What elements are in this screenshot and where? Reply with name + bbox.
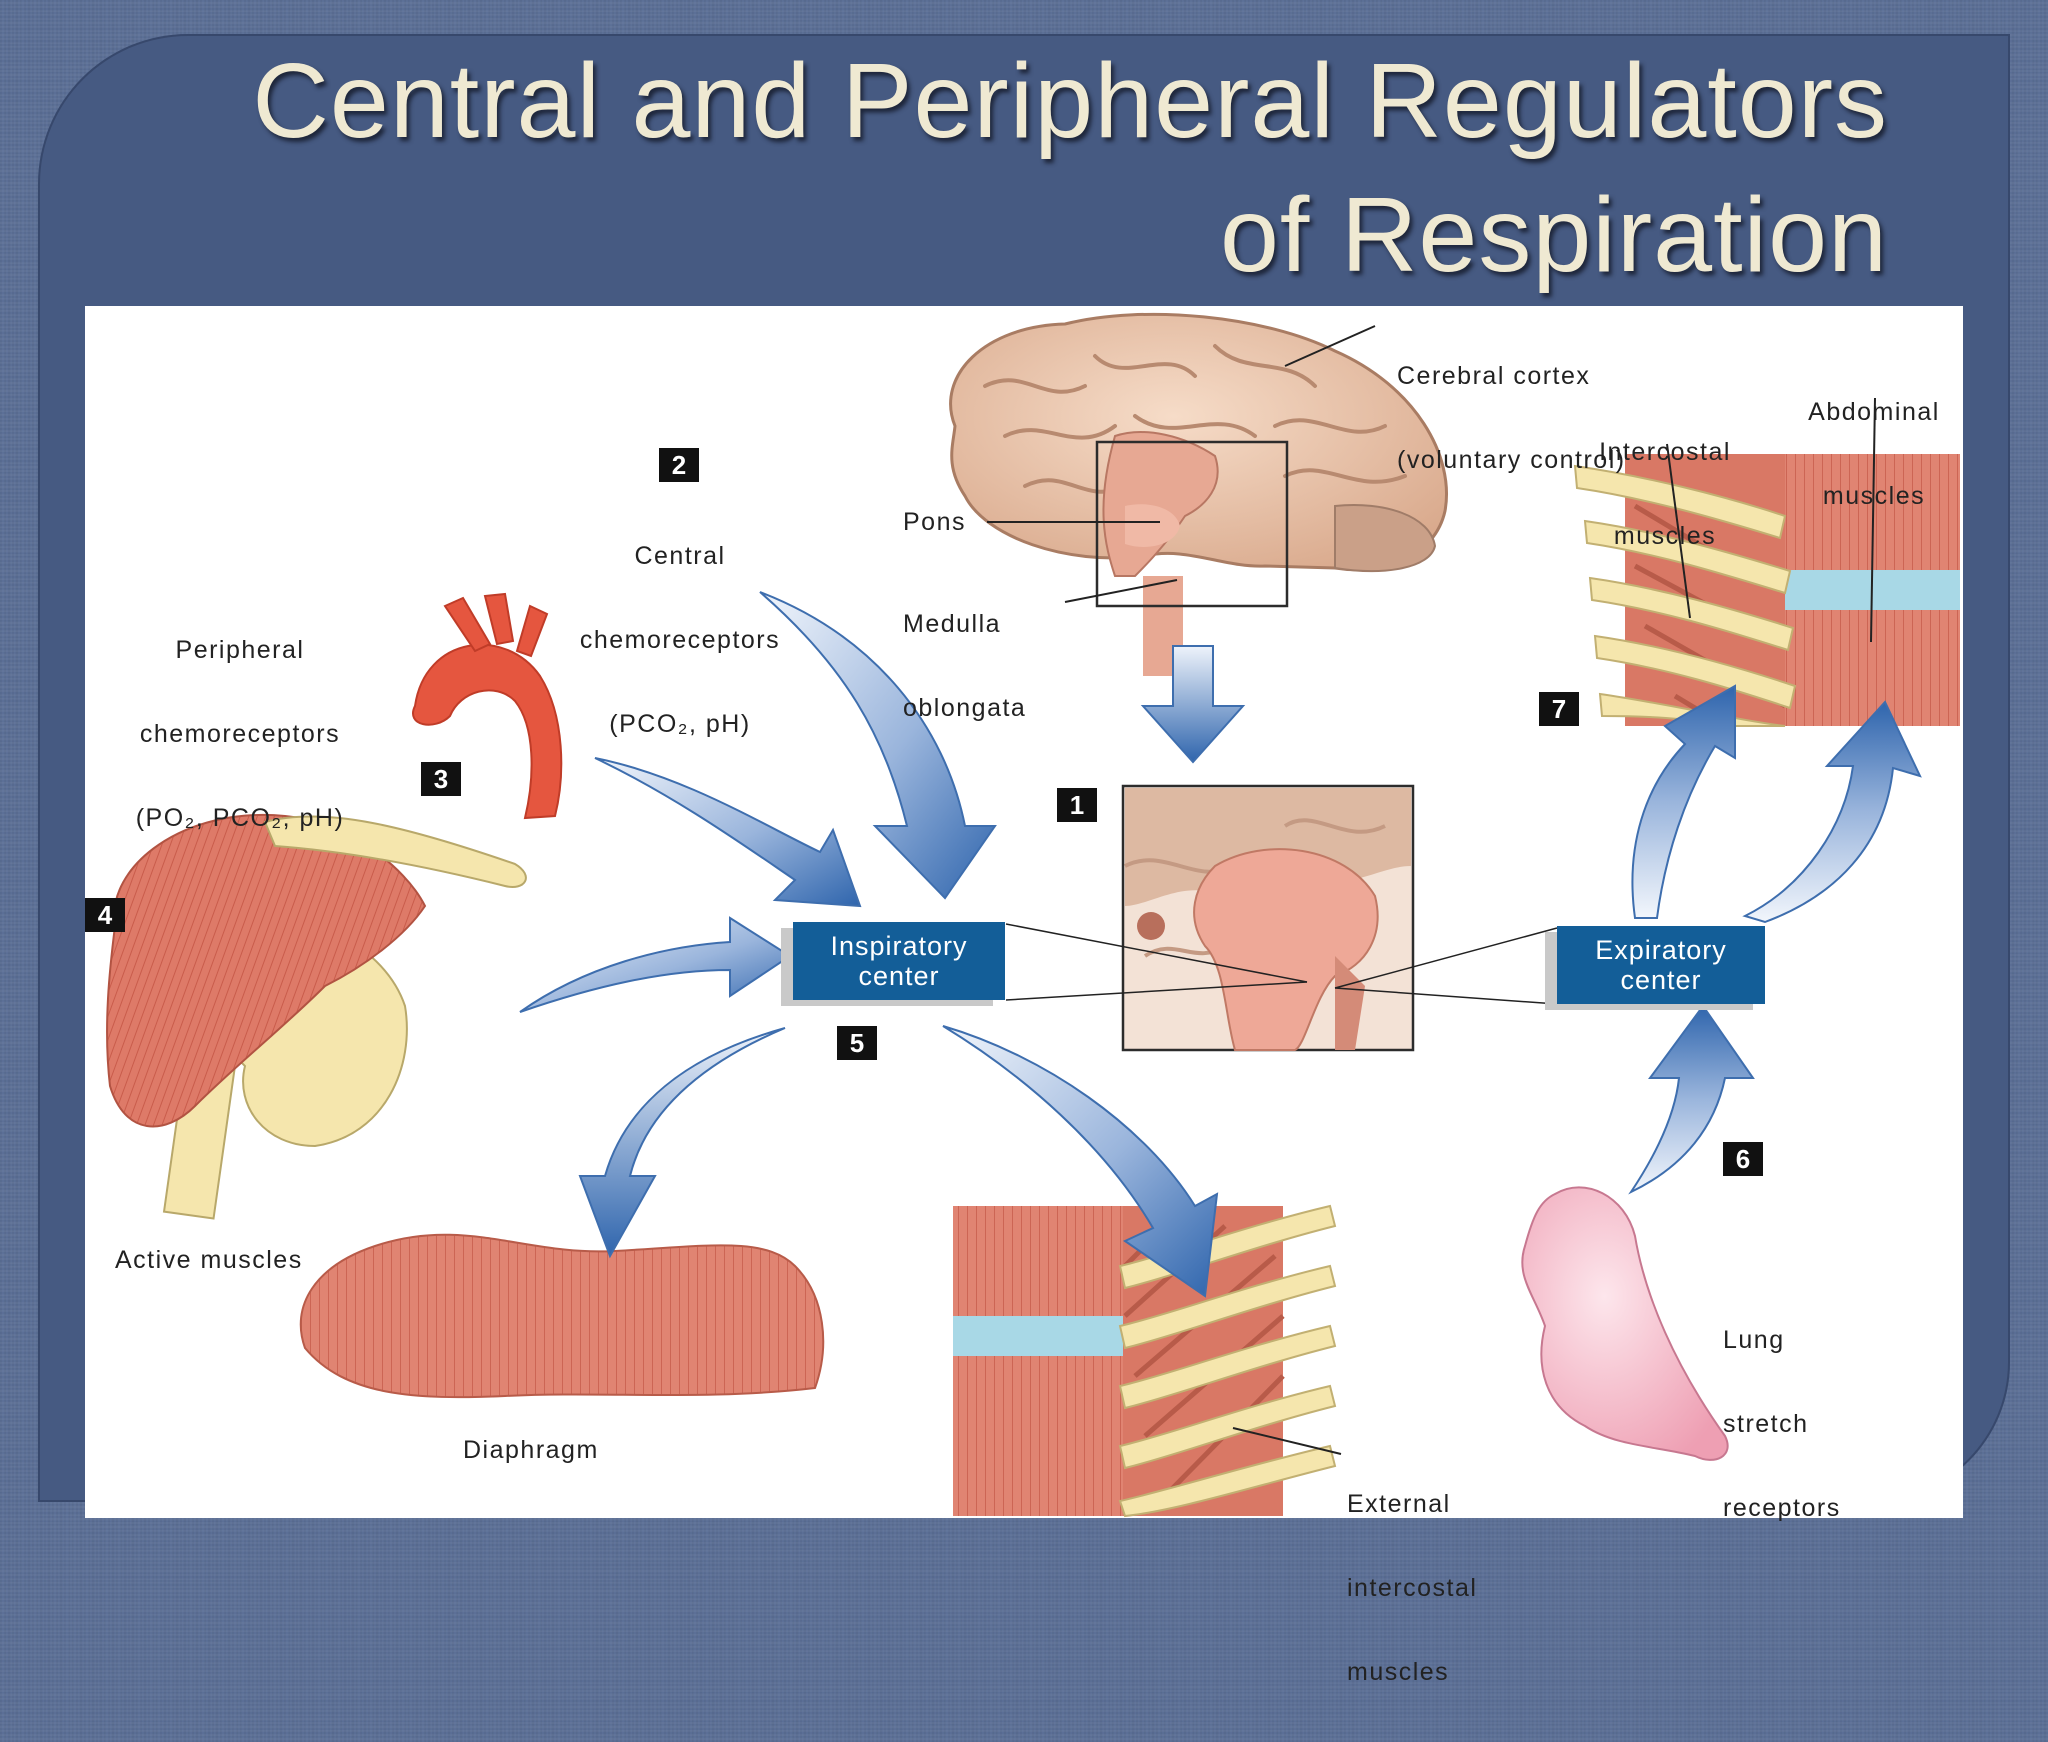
central-line-1: Central	[634, 542, 726, 570]
intercostal-line-1: Intercostal	[1599, 438, 1731, 466]
medulla-line-1: Medulla	[903, 610, 1002, 638]
diaphragm-illustration	[299, 1233, 825, 1399]
external-line-2: intercostal	[1347, 1574, 1478, 1602]
marker-4: 4	[85, 898, 125, 932]
lung-stretch-receptors-label: Lung stretch receptors	[1723, 1270, 1841, 1578]
medulla-oblongata-label: Medulla oblongata	[903, 554, 1026, 778]
marker-2: 2	[659, 448, 699, 482]
respiration-figure: Inspiratory center Expiratory center 1 2…	[85, 306, 1963, 1686]
brainstem-zoom	[1005, 784, 1558, 1052]
inspiratory-center-box: Inspiratory center	[793, 922, 1005, 1000]
peripheral-chemoreceptors-label: Peripheral chemoreceptors (PO₂, PCO₂, pH…	[115, 580, 365, 888]
cerebral-cortex-line-2: (voluntary control)	[1397, 446, 1626, 474]
lung-illustration	[1521, 1186, 1729, 1461]
marker-3: 3	[421, 762, 461, 796]
external-line-1: External	[1347, 1490, 1451, 1518]
expiratory-center-box: Expiratory center	[1557, 926, 1765, 1004]
slide-title-line-1: Central and Peripheral Regulators	[252, 42, 1888, 160]
expiratory-center-line-1: Expiratory	[1595, 935, 1727, 965]
intercostal-muscles-label: Intercostal muscles	[1575, 382, 1755, 606]
lung-line-3: receptors	[1723, 1494, 1841, 1522]
marker-6: 6	[1723, 1142, 1763, 1176]
marker-1: 1	[1057, 788, 1097, 822]
diaphragm-label: Diaphragm	[463, 1436, 599, 1464]
external-line-3: muscles	[1347, 1658, 1450, 1686]
medulla-line-2: oblongata	[903, 694, 1027, 722]
cerebral-cortex-label: Cerebral cortex (voluntary control)	[1397, 306, 1626, 530]
external-intercostal-label: External intercostal muscles	[1347, 1434, 1477, 1742]
central-line-2: chemoreceptors	[579, 626, 781, 654]
central-chemoreceptors-label: Central chemoreceptors (PCO₂, pH)	[555, 486, 805, 794]
active-muscles-label: Active muscles	[115, 1246, 303, 1274]
inspiratory-center-line-1: Inspiratory	[830, 931, 968, 961]
aorta-illustration	[412, 592, 563, 820]
flow-arrows	[519, 591, 1922, 1298]
inspiratory-center-line-2: center	[858, 961, 940, 991]
shoulder-muscle-illustration	[106, 813, 527, 1220]
peripheral-line-3: (PO₂, PCO₂, pH)	[135, 804, 345, 832]
cerebral-cortex-line-1: Cerebral cortex	[1397, 362, 1591, 390]
marker-5: 5	[837, 1026, 877, 1060]
expiratory-muscles-illustration	[1573, 397, 1960, 729]
abdominal-muscles-label: Abdominal muscles	[1785, 342, 1963, 566]
lung-line-1: Lung	[1723, 1326, 1785, 1354]
pons-label: Pons	[903, 508, 966, 536]
abdominal-line-2: muscles	[1822, 482, 1926, 510]
intercostal-line-2: muscles	[1613, 522, 1717, 550]
peripheral-line-2: chemoreceptors	[139, 720, 341, 748]
expiratory-center-line-2: center	[1620, 965, 1702, 995]
abdominal-line-1: Abdominal	[1808, 398, 1940, 426]
peripheral-line-1: Peripheral	[175, 636, 305, 664]
central-line-3: (PCO₂, pH)	[609, 710, 751, 738]
down-arrow-brainstem	[1140, 645, 1246, 764]
figure-illustration	[106, 312, 1960, 1518]
marker-7: 7	[1539, 692, 1579, 726]
brain-illustration	[949, 312, 1448, 676]
slide-title-line-2: of Respiration	[1219, 176, 1888, 294]
lung-line-2: stretch	[1723, 1410, 1809, 1438]
